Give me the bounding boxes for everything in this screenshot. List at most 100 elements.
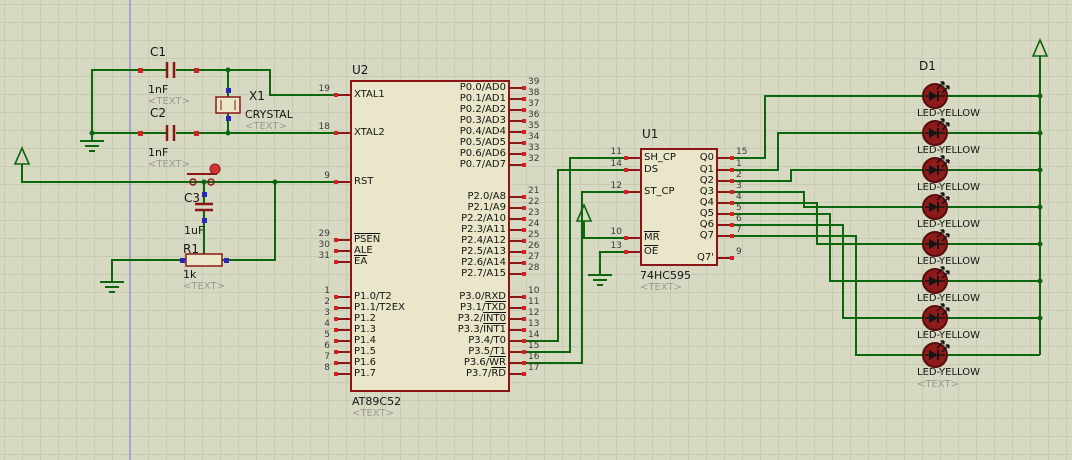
led-value-label: LED-YELLOW — [917, 367, 989, 378]
c2-value: 1nF — [148, 147, 168, 159]
pin-number: 4 — [736, 192, 760, 202]
pin-number: 21 — [528, 186, 552, 196]
pin-number: 27 — [528, 252, 552, 262]
pin-number: 7 — [736, 225, 760, 235]
pin-number: 8 — [306, 363, 330, 373]
pin-number: 34 — [528, 132, 552, 142]
pin-number: 2 — [736, 170, 760, 180]
pin-endpoint — [522, 239, 526, 243]
pin-endpoint — [522, 119, 526, 123]
pin-stub[interactable] — [626, 169, 640, 171]
pin-endpoint — [522, 195, 526, 199]
pin-endpoint — [522, 350, 526, 354]
pin-number: 3 — [306, 308, 330, 318]
pin-label: P2.1/A9 — [398, 202, 506, 213]
c3-ref: C3 — [184, 192, 200, 204]
pin-endpoint — [522, 86, 526, 90]
u2-hidden-text: <TEXT> — [352, 408, 394, 420]
pin-label: P2.7/A15 — [398, 268, 506, 279]
pin-number: 1 — [736, 159, 760, 169]
pin-number: 7 — [306, 352, 330, 362]
pin-number: 29 — [306, 229, 330, 239]
x1-value: CRYSTAL — [245, 109, 293, 121]
pin-stub[interactable] — [336, 340, 350, 342]
pin-endpoint — [522, 163, 526, 167]
pin-endpoint — [334, 260, 338, 264]
pin-endpoint — [624, 190, 628, 194]
pin-endpoint — [334, 249, 338, 253]
pin-endpoint — [730, 223, 734, 227]
pin-endpoint — [522, 261, 526, 265]
pin-stub[interactable] — [336, 296, 350, 298]
u2-ref: U2 — [352, 64, 368, 76]
pin-number: 9 — [736, 247, 760, 257]
pin-number: 39 — [528, 77, 552, 87]
pin-number: 17 — [528, 363, 552, 373]
pin-label: P2.3/A11 — [398, 224, 506, 235]
pin-label: P3.2/INT0 — [398, 313, 506, 324]
pin-endpoint — [522, 130, 526, 134]
pin-endpoint — [730, 256, 734, 260]
pin-endpoint — [522, 272, 526, 276]
pin-number: 13 — [598, 241, 622, 251]
pin-stub[interactable] — [336, 307, 350, 309]
pin-endpoint — [522, 217, 526, 221]
pin-stub[interactable] — [336, 351, 350, 353]
pin-stub[interactable] — [626, 157, 640, 159]
pin-number: 15 — [736, 147, 760, 157]
pin-stub[interactable] — [626, 191, 640, 193]
pin-stub[interactable] — [336, 132, 350, 134]
pin-number: 11 — [598, 147, 622, 157]
pin-number: 36 — [528, 110, 552, 120]
pin-label: P0.6/AD6 — [398, 148, 506, 159]
pin-stub[interactable] — [336, 94, 350, 96]
pin-label: P0.5/AD5 — [398, 137, 506, 148]
pin-number: 23 — [528, 208, 552, 218]
led-value-label: LED-YELLOW — [917, 330, 989, 341]
pin-stub[interactable] — [626, 251, 640, 253]
pin-number: 38 — [528, 88, 552, 98]
pin-endpoint — [522, 317, 526, 321]
u1-value: 74HC595 — [640, 270, 691, 282]
pin-stub[interactable] — [336, 250, 350, 252]
pin-number: 12 — [598, 181, 622, 191]
c1-ref: C1 — [150, 46, 166, 58]
pin-number: 35 — [528, 121, 552, 131]
pin-number: 26 — [528, 241, 552, 251]
pin-number: 18 — [306, 122, 330, 132]
pin-endpoint — [730, 168, 734, 172]
r1-hidden-text: <TEXT> — [183, 281, 225, 293]
pin-endpoint — [334, 93, 338, 97]
led-value-label: LED-YELLOW — [917, 293, 989, 304]
pin-number: 5 — [306, 330, 330, 340]
pin-number: 24 — [528, 219, 552, 229]
pin-stub[interactable] — [336, 261, 350, 263]
pin-number: 28 — [528, 263, 552, 273]
pin-endpoint — [522, 295, 526, 299]
pin-number: 31 — [306, 251, 330, 261]
pin-label: P0.0/AD0 — [398, 82, 506, 93]
pin-label: P3.3/INT1 — [398, 324, 506, 335]
pin-number: 32 — [528, 154, 552, 164]
pin-endpoint — [334, 306, 338, 310]
x1-ref: X1 — [249, 90, 265, 102]
pin-label: P0.3/AD3 — [398, 115, 506, 126]
pin-stub[interactable] — [336, 181, 350, 183]
pin-number: 6 — [736, 214, 760, 224]
pin-stub[interactable] — [336, 362, 350, 364]
pin-endpoint — [522, 328, 526, 332]
pin-stub[interactable] — [626, 237, 640, 239]
pin-stub[interactable] — [336, 239, 350, 241]
pin-number: 19 — [306, 84, 330, 94]
pin-stub[interactable] — [336, 318, 350, 320]
pin-label: P0.4/AD4 — [398, 126, 506, 137]
pin-stub[interactable] — [336, 329, 350, 331]
pin-label: Q7 — [648, 230, 714, 241]
led-value-label: LED-YELLOW — [917, 108, 989, 119]
pin-stub[interactable] — [336, 373, 350, 375]
pin-endpoint — [334, 372, 338, 376]
pin-label: P0.7/AD7 — [398, 159, 506, 170]
pin-number: 2 — [306, 297, 330, 307]
pin-endpoint — [522, 152, 526, 156]
